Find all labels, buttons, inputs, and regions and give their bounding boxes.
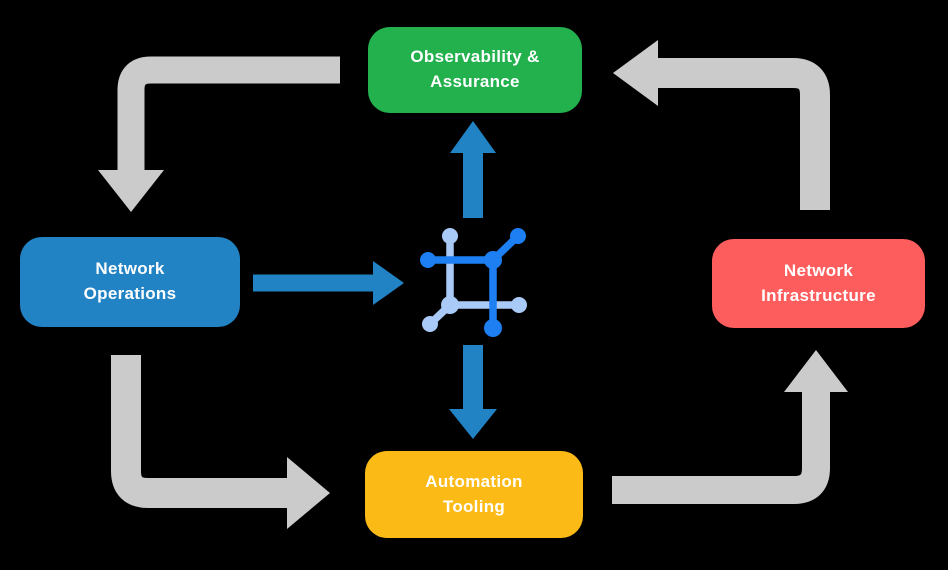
arrow-tooling-to-infrastructure: [612, 350, 848, 504]
arrow-operations-to-center: [253, 261, 404, 305]
node-observability-assurance: Observability & Assurance: [368, 27, 582, 113]
network-mesh-icon: [420, 228, 527, 337]
node-label-line: Operations: [83, 284, 177, 303]
arrow-infrastructure-to-observability: [613, 40, 830, 210]
node-label-line: Observability &: [410, 47, 540, 67]
node-label-line: Network: [783, 260, 854, 280]
arrow-center-to-tooling: [449, 345, 497, 439]
arrow-center-to-observability: [450, 121, 496, 218]
node-label-line: Automation: [425, 471, 523, 491]
arrow-observability-to-operations: [98, 56, 340, 212]
node-network-operations: Network Operations: [20, 237, 240, 327]
node-label-line: Network: [95, 259, 165, 279]
node-network-infrastructure: Network Infrastructure: [712, 239, 925, 328]
node-automation-tooling: Automation Tooling: [365, 451, 583, 538]
node-label-line: Assurance: [430, 72, 520, 91]
node-label-line: Tooling: [442, 496, 506, 516]
arrow-operations-to-tooling: [111, 355, 330, 529]
node-label-line: Infrastructure: [761, 285, 876, 305]
